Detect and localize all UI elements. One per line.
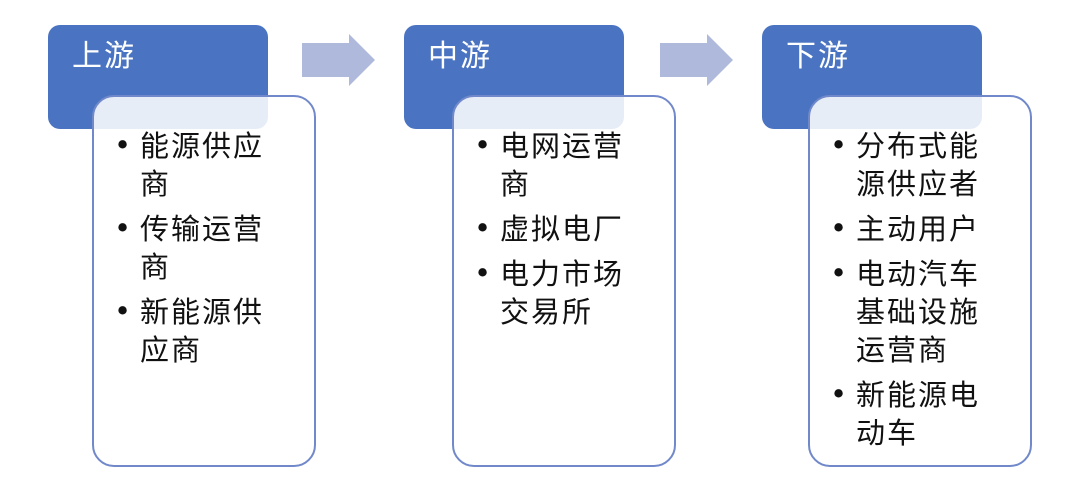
bullet-list-upstream: 能源供应 商传输运营 商新能源供 应商 (94, 97, 314, 369)
right-block-arrow-icon (302, 34, 375, 86)
list-item: 新能源电 动车 (826, 375, 1020, 452)
bullet-list-downstream: 分布式能 源供应者主动用户电动汽车 基础设施 运营商新能源电 动车 (810, 97, 1030, 452)
card-midstream: 电网运营 商虚拟电厂电力市场 交易所 (452, 95, 676, 467)
list-item: 电网运营 商 (470, 126, 664, 203)
header-label: 下游 (786, 39, 850, 74)
list-item: 电力市场 交易所 (470, 254, 664, 331)
list-item: 分布式能 源供应者 (826, 126, 1020, 203)
header-label: 中游 (428, 39, 492, 74)
list-item: 主动用户 (826, 209, 1020, 248)
right-block-arrow-icon (660, 34, 733, 86)
list-item: 传输运营 商 (110, 209, 304, 286)
card-downstream: 分布式能 源供应者主动用户电动汽车 基础设施 运营商新能源电 动车 (808, 95, 1032, 467)
list-item: 电动汽车 基础设施 运营商 (826, 254, 1020, 369)
header-label: 上游 (72, 39, 136, 74)
list-item: 虚拟电厂 (470, 209, 664, 248)
list-item: 新能源供 应商 (110, 292, 304, 369)
card-upstream: 能源供应 商传输运营 商新能源供 应商 (92, 95, 316, 467)
bullet-list-midstream: 电网运营 商虚拟电厂电力市场 交易所 (454, 97, 674, 331)
list-item: 能源供应 商 (110, 126, 304, 203)
